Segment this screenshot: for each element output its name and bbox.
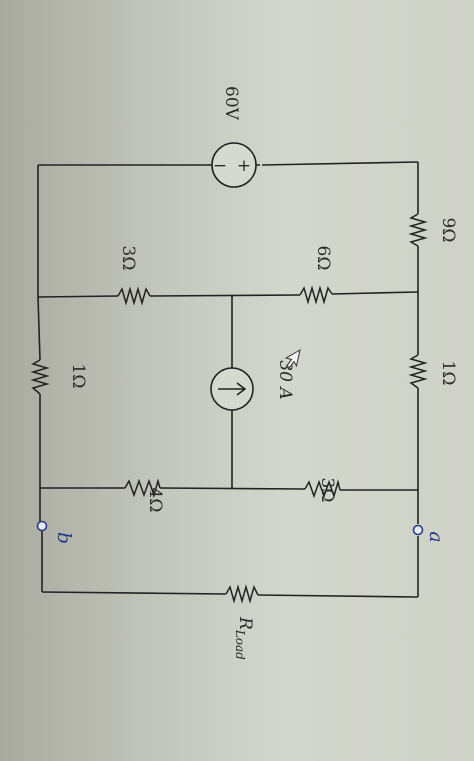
terminal-a: a (412, 524, 447, 543)
voltage-plus-sign: + (237, 156, 251, 176)
label-30a: 30 A (275, 360, 295, 399)
resistor-3ohm-right (304, 479, 341, 499)
label-terminal-b: b (53, 532, 75, 544)
resistor-4ohm (124, 478, 161, 498)
voltage-minus-sign: − (213, 156, 227, 176)
resistor-1ohm-left (30, 359, 50, 395)
terminal-b: b (36, 520, 75, 544)
resistor-3ohm-left (117, 286, 151, 306)
label-3ohm-right: 3Ω (317, 478, 337, 503)
label-rload: RLoad (233, 616, 255, 660)
label-60v: 60V (221, 86, 241, 121)
wires (37, 161, 419, 598)
resistor-load (225, 584, 259, 604)
voltage-source: + − (211, 142, 257, 188)
rload-main: R (235, 616, 255, 630)
label-1ohm-left: 1Ω (68, 364, 88, 389)
label-6ohm: 6Ω (313, 246, 333, 271)
resistor-6ohm (299, 285, 333, 305)
label-9ohm: 9Ω (438, 218, 458, 243)
label-terminal-a: a (425, 531, 447, 542)
current-source (210, 367, 254, 411)
labels: 9Ω 1Ω 3Ω 6Ω 3Ω 1Ω 4Ω 60V 30 A RLoad (68, 86, 458, 660)
label-4ohm: 4Ω (145, 488, 165, 513)
label-3ohm-left: 3Ω (118, 246, 138, 271)
rload-sub: Load (233, 629, 247, 660)
label-1ohm-top: 1Ω (438, 361, 458, 386)
resistor-9ohm (408, 213, 428, 247)
resistor-1ohm-top (408, 354, 428, 389)
mouse-cursor-icon (284, 348, 301, 369)
